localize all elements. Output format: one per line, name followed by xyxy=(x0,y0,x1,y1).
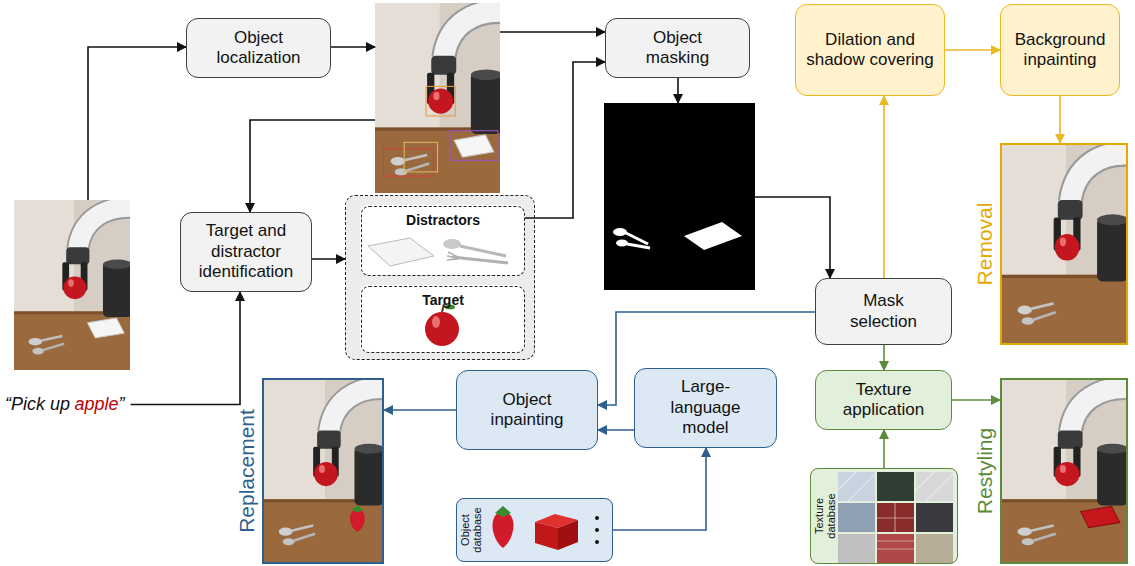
replacement-step: Large-language model xyxy=(634,368,777,448)
flow-arrow xyxy=(945,49,1000,51)
box-label: Large-language model xyxy=(655,377,756,438)
box-label: Mask selection xyxy=(838,291,929,332)
process-box: Mask selection xyxy=(815,278,952,345)
database-label: Texture database xyxy=(813,486,837,546)
box-label: Texture application xyxy=(838,380,929,421)
box-label: Object masking xyxy=(628,28,727,69)
restyling-step: Texture application xyxy=(815,370,952,430)
output-label: Replacement xyxy=(235,409,259,533)
replacement-step: Object inpainting xyxy=(456,370,598,450)
box-label: Object inpainting xyxy=(482,390,572,431)
instruction-text: ” xyxy=(119,394,125,414)
output-photo: Removal xyxy=(1000,143,1128,345)
flow-arrow xyxy=(525,62,605,218)
process-box: Target and distractor identification xyxy=(180,212,312,292)
flow-arrow xyxy=(883,345,885,370)
flow-arrow xyxy=(598,429,634,431)
group-heading: Distractors xyxy=(362,212,524,228)
texture-database: Texture database xyxy=(810,468,958,564)
flow-arrow xyxy=(613,448,706,530)
box-label: Target and distractor identification xyxy=(189,221,303,282)
flow-arrow xyxy=(384,409,456,411)
flow-arrow xyxy=(131,292,240,405)
flow-arrow xyxy=(312,258,345,260)
process-box: Object masking xyxy=(605,18,750,78)
flow-arrow xyxy=(88,47,186,200)
instruction: “Pick upapple” xyxy=(5,394,125,415)
removal-step: Background inpainting xyxy=(1000,4,1120,96)
instruction-text: “Pick up xyxy=(5,394,70,414)
removal-step: Dilation and shadow covering xyxy=(795,4,945,96)
flow-arrow xyxy=(883,430,885,468)
target-box: Target xyxy=(361,286,525,353)
output-photo: Restyling xyxy=(1000,378,1128,564)
output-photo: Replacement xyxy=(262,378,384,564)
database-label: Object database xyxy=(459,500,483,560)
flow-arrow xyxy=(1059,96,1061,143)
flow-arrow xyxy=(883,96,885,278)
box-label: Object localization xyxy=(199,28,318,69)
box-label: Background inpainting xyxy=(1009,30,1111,71)
object-group: DistractorsTarget xyxy=(345,195,535,360)
group-heading: Target xyxy=(362,292,524,308)
output-label: Removal xyxy=(973,203,997,286)
distractor-box: Distractors xyxy=(361,206,525,276)
object-database: Object database xyxy=(456,498,613,562)
instruction-text: apple xyxy=(75,394,119,414)
flow-arrow xyxy=(952,399,1000,401)
output-label: Restyling xyxy=(973,428,997,514)
input-photo: “Pick upapple” xyxy=(14,200,130,370)
box-label: Dilation and shadow covering xyxy=(802,30,938,71)
process-box: Object localization xyxy=(186,18,331,78)
